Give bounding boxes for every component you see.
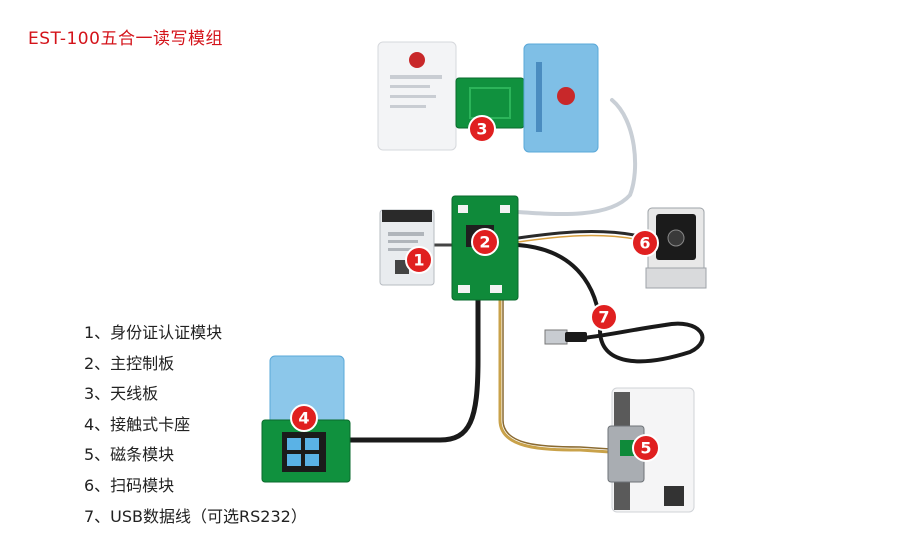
legend-item-usb-cable: 7、USB数据线（可选RS232） [84, 506, 307, 526]
badge-6-number: 6 [639, 234, 650, 253]
magnetic-cable [498, 298, 612, 454]
barcode-scanner [645, 207, 707, 289]
badge-1: 1 [405, 246, 433, 274]
badge-6: 6 [631, 229, 659, 257]
badge-3-number: 3 [476, 120, 487, 139]
id-card-white [377, 41, 457, 151]
badge-2: 2 [471, 228, 499, 256]
card-seat-cable [342, 297, 481, 443]
legend-item-antenna-board: 3、天线板 [84, 384, 159, 404]
legend-item-barcode-scanner: 6、扫码模块 [84, 475, 175, 495]
badge-5-number: 5 [640, 439, 651, 458]
badge-5: 5 [632, 434, 660, 462]
badge-4-number: 4 [298, 409, 309, 428]
badge-4: 4 [290, 404, 318, 432]
id-reader-module [379, 209, 435, 286]
cables [342, 98, 705, 454]
legend-item-main-board: 2、主控制板 [84, 353, 175, 373]
usb-plug [544, 329, 587, 345]
blue-card [523, 43, 599, 153]
usb-cable [516, 243, 705, 364]
legend-item-contact-card-seat: 4、接触式卡座 [84, 414, 191, 434]
diagram-title: EST-100五合一读写模组 [28, 29, 223, 49]
badge-7: 7 [590, 303, 618, 331]
scanner-cable [516, 230, 642, 240]
contact-card-seat [261, 355, 351, 483]
badge-7-number: 7 [598, 308, 609, 327]
ribbon-cable [516, 98, 638, 217]
legend-item-magnetic-stripe: 5、磁条模块 [84, 445, 175, 465]
badge-3: 3 [468, 115, 496, 143]
badge-1-number: 1 [413, 251, 424, 270]
badge-2-number: 2 [479, 233, 490, 252]
component-legend: 1、身份证认证模块 2、主控制板 3、天线板 4、接触式卡座 5、磁条模块 6、… [84, 318, 307, 532]
legend-item-id-module: 1、身份证认证模块 [84, 323, 223, 342]
